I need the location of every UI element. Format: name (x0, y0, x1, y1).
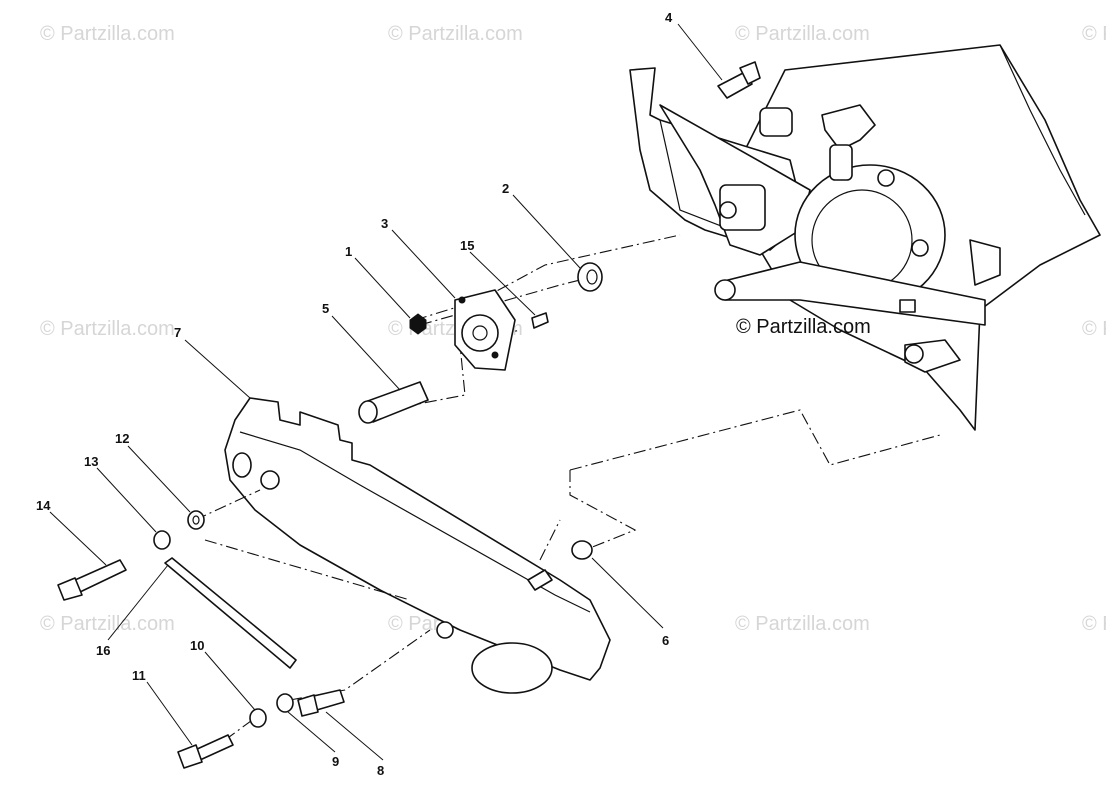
callout-14: 14 (36, 498, 51, 513)
watermark: © Partzilla.com (735, 23, 870, 45)
small-parts (57, 61, 761, 769)
leader-8 (325, 711, 384, 761)
assembly-line-f (204, 539, 411, 601)
leader-5 (331, 315, 401, 391)
guard-tab (527, 569, 553, 591)
watermark: © Partzilla.com (40, 23, 175, 45)
flange-bore (472, 325, 488, 341)
callout-7: 7 (174, 325, 181, 340)
lockwasher-part-13 (153, 530, 171, 550)
rubber-strip (164, 557, 297, 669)
bolt-part-14-head (57, 577, 83, 601)
callout-10: 10 (190, 638, 204, 653)
side-bracket (969, 239, 1001, 286)
bolt-part-4 (717, 71, 753, 99)
leader-10 (204, 651, 256, 711)
watermark: © Partzilla.com (1082, 613, 1106, 635)
knob-stem (829, 144, 853, 181)
guard-boss-bottom (436, 621, 454, 639)
callout-11: 11 (132, 668, 146, 683)
guard-round-cap (471, 642, 553, 694)
washer-part-12-hole (192, 515, 200, 525)
callout-layer: 1 2 3 4 5 6 7 8 9 10 11 12 13 14 15 16 (36, 10, 673, 778)
leader-13 (96, 467, 157, 533)
flange-hole (458, 296, 466, 304)
small-boss (899, 299, 916, 313)
callout-8: 8 (377, 763, 384, 778)
assembly-line-c (569, 409, 941, 471)
grease-fitting-part-15 (531, 312, 549, 329)
callout-16: 16 (96, 643, 110, 658)
washer-part-12 (187, 510, 205, 530)
watermark: © Partzilla.com (1082, 23, 1106, 45)
top-shaft (759, 107, 793, 137)
nut-part-1 (409, 313, 427, 335)
assembly-line-d (569, 470, 637, 549)
guard-cover (224, 397, 611, 694)
leader-11 (146, 681, 193, 746)
bolt-head-2 (911, 239, 929, 257)
leader-9 (287, 711, 336, 753)
leader-lines (49, 23, 723, 761)
leader-6 (591, 557, 664, 629)
callout-15: 15 (460, 238, 474, 253)
bolt-part-11-head (177, 744, 203, 769)
bolt-head-1 (877, 169, 895, 187)
lower-tube-end (714, 279, 736, 301)
leader-4 (677, 23, 723, 81)
washer-part-9 (276, 693, 294, 713)
callout-6: 6 (662, 633, 669, 648)
bushing-part-5-end (358, 400, 378, 424)
callout-13: 13 (84, 454, 98, 469)
bolt-part-4-head (739, 61, 761, 85)
callout-4: 4 (665, 10, 673, 25)
lockwasher-part-10 (249, 708, 267, 728)
watermark: © Partzilla.com (735, 613, 870, 635)
bolt-part-14 (74, 559, 127, 593)
spline-shaft (719, 201, 737, 219)
leader-14 (49, 511, 107, 566)
spacer-part-2 (577, 262, 603, 292)
assembly-line-a (414, 234, 681, 321)
watermark: © Partzilla.com (40, 613, 175, 635)
guard-hole-left (232, 452, 252, 478)
guard-body (224, 397, 611, 681)
flange-hole (491, 351, 499, 359)
frame-assembly (629, 44, 1101, 431)
spacer-part-6 (571, 540, 593, 560)
leader-7 (184, 339, 251, 399)
leader-15 (469, 251, 536, 316)
watermark: © Partzilla.com (1082, 318, 1106, 340)
guard-boss-top (260, 470, 280, 490)
leader-12 (127, 445, 191, 513)
mounting-plate (659, 104, 811, 256)
knob (821, 104, 876, 151)
assembly-line-e (194, 489, 261, 521)
spacer-part-2-hole (586, 269, 598, 285)
center-watermark: © Partzilla.com (736, 316, 871, 338)
leader-3 (391, 229, 456, 299)
callout-5: 5 (322, 301, 329, 316)
bolt-part-8-head (297, 694, 319, 717)
leader-2 (512, 194, 581, 269)
assembly-line-g (289, 629, 431, 701)
watermark: © Partzilla.com (388, 23, 523, 45)
callout-2: 2 (502, 181, 509, 196)
callout-12: 12 (115, 431, 129, 446)
leader-1 (354, 257, 411, 319)
callout-3: 3 (381, 216, 388, 231)
lower-boss-end (904, 344, 924, 364)
assembly-line-i (539, 519, 561, 561)
callout-9: 9 (332, 754, 339, 769)
watermark: © Partzilla.com (40, 318, 175, 340)
leader-16 (107, 564, 169, 641)
flange-hub (461, 314, 499, 352)
callout-1: 1 (345, 244, 352, 259)
frame-plate-edge (999, 44, 1086, 216)
guard-ridge (239, 431, 591, 613)
